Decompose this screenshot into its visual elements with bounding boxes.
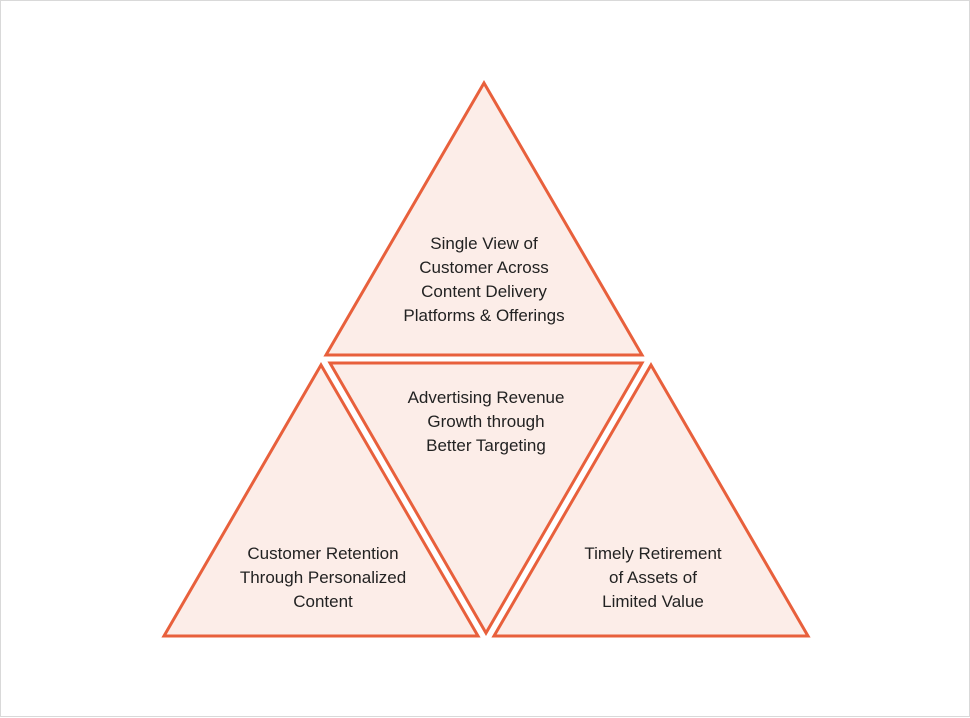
triangle-left-line-3: Content [293, 592, 353, 611]
triangle-top-line-1: Single View of [430, 234, 538, 253]
triangle-center-line-1: Advertising Revenue [407, 388, 565, 407]
triangle-center-line-2: Growth through [427, 412, 545, 431]
triangle-left [161, 362, 481, 638]
triangle-left-line-2: Through Personalized [239, 568, 407, 587]
triangle-right-line-3: Limited Value [602, 592, 704, 611]
triangle-top-label: Single View of Customer Across Content D… [374, 232, 594, 328]
triangle-left-line-1: Customer Retention [247, 544, 399, 563]
triangle-center-label: Advertising Revenue Growth through Bette… [376, 386, 596, 458]
triangle-top [323, 80, 645, 357]
triangle-right [491, 362, 811, 638]
triangle-right-line-2: of Assets of [609, 568, 697, 587]
triangle-top-line-2: Customer Across [419, 258, 549, 277]
triangle-center-line-3: Better Targeting [426, 436, 546, 455]
triangle-right-label: Timely Retirement of Assets of Limited V… [543, 542, 763, 614]
triangle-right-line-1: Timely Retirement [584, 544, 722, 563]
triangle-top-line-4: Platforms & Offerings [403, 306, 565, 325]
triangle-top-line-3: Content Delivery [421, 282, 547, 301]
triangle-left-label: Customer Retention Through Personalized … [213, 542, 433, 614]
triangle-center [327, 361, 645, 636]
